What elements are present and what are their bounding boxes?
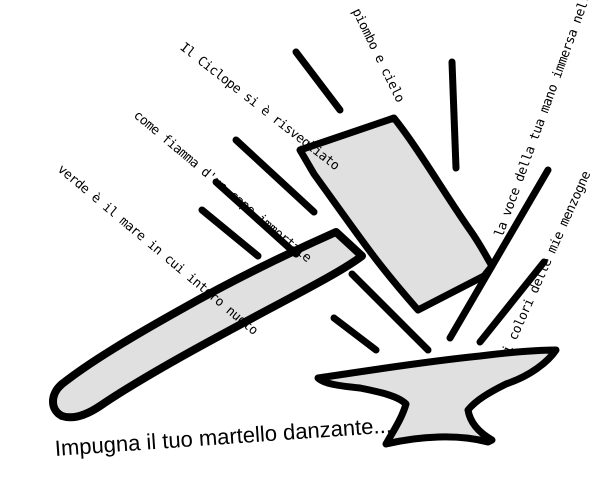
hammer-handle: [49, 228, 366, 422]
motion-line-8: [348, 270, 432, 354]
motion-line-7: [476, 258, 548, 346]
motion-line-2: [448, 58, 460, 172]
motion-line-6: [446, 166, 552, 342]
motion-line-3: [232, 136, 318, 216]
motion-line-9: [330, 314, 380, 354]
motion-line-4: [212, 178, 300, 258]
motion-line-5: [198, 206, 262, 260]
anvil: [314, 346, 560, 448]
motion-lines: [198, 48, 552, 354]
motion-line-1: [292, 48, 344, 114]
